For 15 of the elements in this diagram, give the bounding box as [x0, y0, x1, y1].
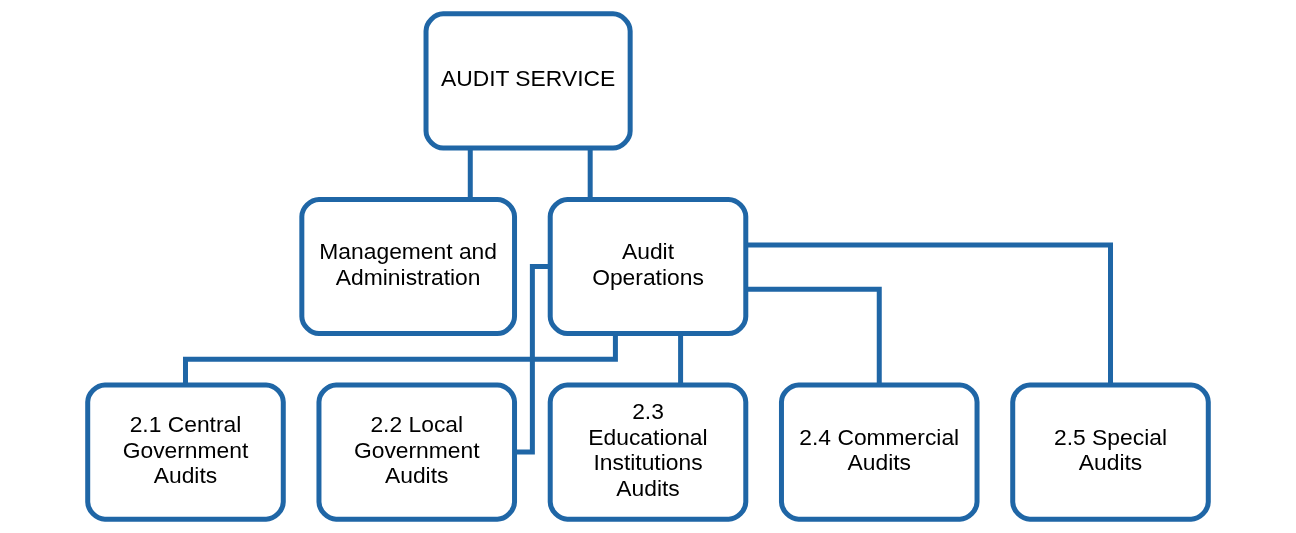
node-box: Audit Operations: [547, 196, 749, 337]
connector: [514, 264, 550, 455]
node-box: 2.5 Special Audits: [1010, 382, 1211, 522]
node-box: 2.2 Local Government Audits: [316, 382, 518, 522]
connector: [678, 334, 684, 385]
connector: [746, 242, 1113, 385]
node-box: 2.4 Commercial Audits: [778, 382, 980, 522]
connector: [746, 286, 882, 385]
node-box: Management and Administration: [299, 196, 518, 337]
connector: [587, 148, 593, 200]
connector: [183, 333, 618, 385]
node-box: AUDIT SERVICE: [423, 11, 633, 151]
node-box: 2.3 Educational Institutions Audits: [547, 382, 749, 522]
connector: [467, 148, 473, 200]
node-box: 2.1 Central Government Audits: [85, 382, 286, 522]
